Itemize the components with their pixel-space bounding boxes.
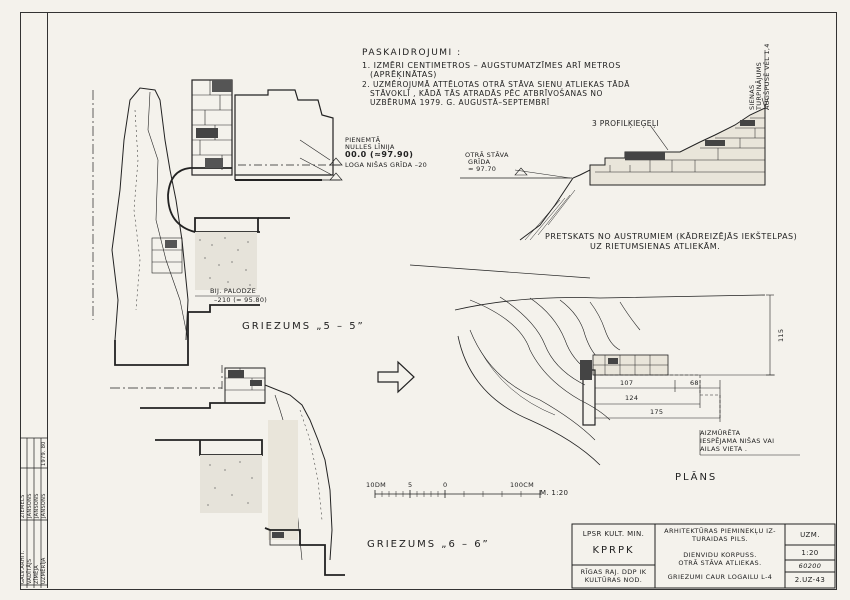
- scale-5: 5: [408, 481, 413, 489]
- east-view-caption-2: UZ RIETUMSIENAS ATLIEKĀM.: [590, 242, 721, 251]
- east-elevation-drawing: [460, 50, 769, 241]
- binding-margin: [20, 12, 48, 588]
- scale-0: 0: [443, 481, 448, 489]
- sidebar-name-2: JANSONS: [27, 493, 33, 518]
- tb-scale: 1:20: [801, 549, 819, 557]
- east-view-caption-1: PRETSKATS NO AUSTRUMIEM (KĀDREIZĒJĀS IEK…: [545, 232, 798, 241]
- tb-project-1: ARHITEKTŪRAS PIEMINEKĻU IZ-: [664, 527, 776, 535]
- tb-district-2: KULTŪRAS NOD.: [584, 576, 643, 584]
- upper-floor-label-1: OTRĀ STĀVA: [465, 151, 509, 159]
- tb-org: LPSR KULT. MIN.: [582, 530, 645, 538]
- benchmark-label-2: NULLES LĪNIJA: [345, 143, 395, 151]
- scale-bar: [374, 490, 541, 498]
- view-direction-arrow: [377, 360, 415, 394]
- floor-label: BIJ. PALODZE: [210, 287, 257, 295]
- dim-124: 124: [625, 394, 639, 402]
- tb-code: 2.UZ-43: [794, 576, 826, 584]
- tb-subject-1: DIENVIDU KORPUSS.: [683, 551, 757, 559]
- notes-line-2c: UZBĒRUMA 1979. G. AUGUSTĀ–SEPTEMBRĪ: [370, 98, 550, 107]
- sidebar-row-4: UZMĒRĪJA: [41, 557, 47, 584]
- section-5-5-title: GRIEZUMS „5 – 5”: [242, 321, 365, 332]
- niche-note-3: AILAS VIETA .: [700, 445, 748, 453]
- drawing-frame: [20, 12, 837, 590]
- tb-dept: KPRPK: [592, 545, 635, 556]
- dim-115: 115: [777, 328, 785, 342]
- notes-title: PASKAIDROJUMI :: [362, 48, 462, 58]
- sidebar-date: 1979. 80: [41, 441, 47, 466]
- scale-100cm: 100CM: [510, 481, 535, 489]
- section-6-6-drawing: [110, 365, 345, 576]
- scale-ratio: M. 1:20: [540, 489, 569, 497]
- notes-line-2a: 2. UZMĒROJUMĀ ATTĒLOTAS OTRĀ STĀVA SIENU…: [362, 80, 630, 89]
- tb-subject-3: GRIEZUMI CAUR LOGAILU L-4: [667, 573, 773, 581]
- signature-grid: [20, 437, 48, 588]
- notes-line-1b: (APRĒĶINĀTAS): [370, 70, 437, 79]
- plan-title: PLĀNS: [675, 472, 718, 483]
- sidebar-name-1: ZIEMELS: [20, 494, 26, 518]
- dim-175: 175: [650, 408, 664, 416]
- title-block-lines: [571, 523, 836, 589]
- tb-district-1: RĪGAS RAJ. DDP IK: [580, 568, 647, 576]
- niche-note-1: AIZMŪRĒTA: [700, 429, 741, 437]
- window-sill-label: LOGA NIŠAS GRĪDA –20: [345, 161, 428, 169]
- floor-value: –210 (≈ 95.80): [214, 296, 268, 304]
- tb-sheet-label: UZM.: [800, 531, 820, 539]
- dim-68: 68: [690, 379, 699, 387]
- tb-project-2: TURAIDAS PILS.: [691, 535, 749, 543]
- section-5-5-drawing: [92, 79, 343, 366]
- niche-note-2: IESPĒJAMA NIŠAS VAI: [700, 437, 775, 445]
- sidebar-row-1: GALV.ARHIT.: [20, 550, 26, 584]
- benchmark-value: 00.0 (≈97.90): [345, 150, 414, 159]
- upper-floor-value: ≈ 97.70: [468, 165, 497, 173]
- tb-year: 60200: [798, 562, 822, 570]
- scale-10dm: 10DM: [366, 481, 387, 489]
- tb-subject-2: OTRĀ STĀVA ATLIEKAS.: [678, 559, 762, 567]
- wall-height-note: SIENAS TURPINĀJUMS AUGŠPUSĒ VĒL 1,4: [748, 43, 771, 110]
- notes-line-2b: STĀVOKLĪ , KĀDĀ TĀS ATRADĀS PĒC ATBRĪVOŠ…: [370, 89, 603, 98]
- sidebar-row-3: ZĪMĒJA: [34, 565, 40, 584]
- dim-107: 107: [620, 379, 634, 387]
- upper-floor-label-2: GRĪDA: [468, 158, 491, 166]
- benchmark-label-1: PIENEMTĀ: [345, 136, 381, 144]
- notes-line-1a: 1. IZMĒRI CENTIMETROS – AUGSTUMATZĪMES A…: [362, 61, 621, 70]
- profile-bricks-label: 3 PROFILĶIEĢEĻI: [592, 119, 659, 128]
- sidebar-name-3: JANSONS: [34, 493, 40, 518]
- plan-drawing: [409, 264, 800, 466]
- sidebar-row-2: VADĪTĀJS: [27, 558, 33, 584]
- section-6-6-title: GRIEZUMS „6 – 6”: [367, 539, 490, 550]
- sidebar-name-4: JANSONS: [41, 493, 47, 518]
